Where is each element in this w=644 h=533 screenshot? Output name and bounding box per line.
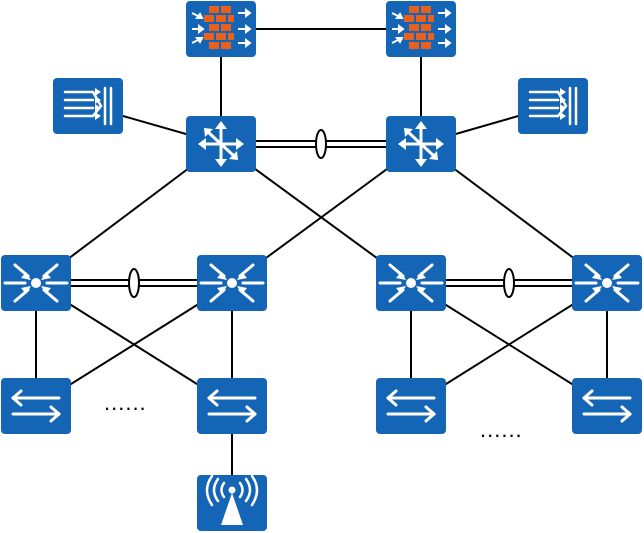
l3-switch-icon (374, 253, 448, 313)
l3-switch-icon (195, 253, 269, 313)
access-switch-1[interactable] (0, 376, 73, 436)
firewall-1[interactable] (185, 0, 257, 58)
access-switch-2[interactable] (195, 376, 269, 436)
link-aggregation-marker (315, 129, 327, 159)
l3-switch-icon (0, 253, 73, 313)
wireless-ap-icon (195, 473, 269, 533)
wireless-ap[interactable] (195, 473, 269, 533)
ips-2[interactable] (516, 76, 590, 136)
firewall-2[interactable] (385, 0, 457, 58)
ips-1[interactable] (51, 76, 125, 136)
core-router-1[interactable] (184, 114, 258, 174)
access-switch-3[interactable] (374, 376, 448, 436)
agg-switch-1[interactable] (0, 253, 73, 313)
ips-icon (51, 76, 125, 136)
ellipsis-right: ...... (480, 417, 523, 442)
agg-switch-2[interactable] (195, 253, 269, 313)
link-aggregation-marker (128, 268, 140, 298)
ellipsis-left: ...... (104, 390, 147, 415)
agg-switch-3[interactable] (374, 253, 448, 313)
router-icon (184, 114, 258, 174)
l2-switch-icon (195, 376, 269, 436)
core-router-2[interactable] (384, 114, 458, 174)
firewall-icon (385, 0, 457, 58)
l3-switch-icon (570, 253, 644, 313)
l2-switch-icon (570, 376, 644, 436)
link-aggregation-marker (503, 268, 515, 298)
firewall-icon (185, 0, 257, 58)
access-switch-4[interactable] (570, 376, 644, 436)
l2-switch-icon (0, 376, 73, 436)
router-icon (384, 114, 458, 174)
agg-switch-4[interactable] (570, 253, 644, 313)
ips-icon (516, 76, 590, 136)
l2-switch-icon (374, 376, 448, 436)
